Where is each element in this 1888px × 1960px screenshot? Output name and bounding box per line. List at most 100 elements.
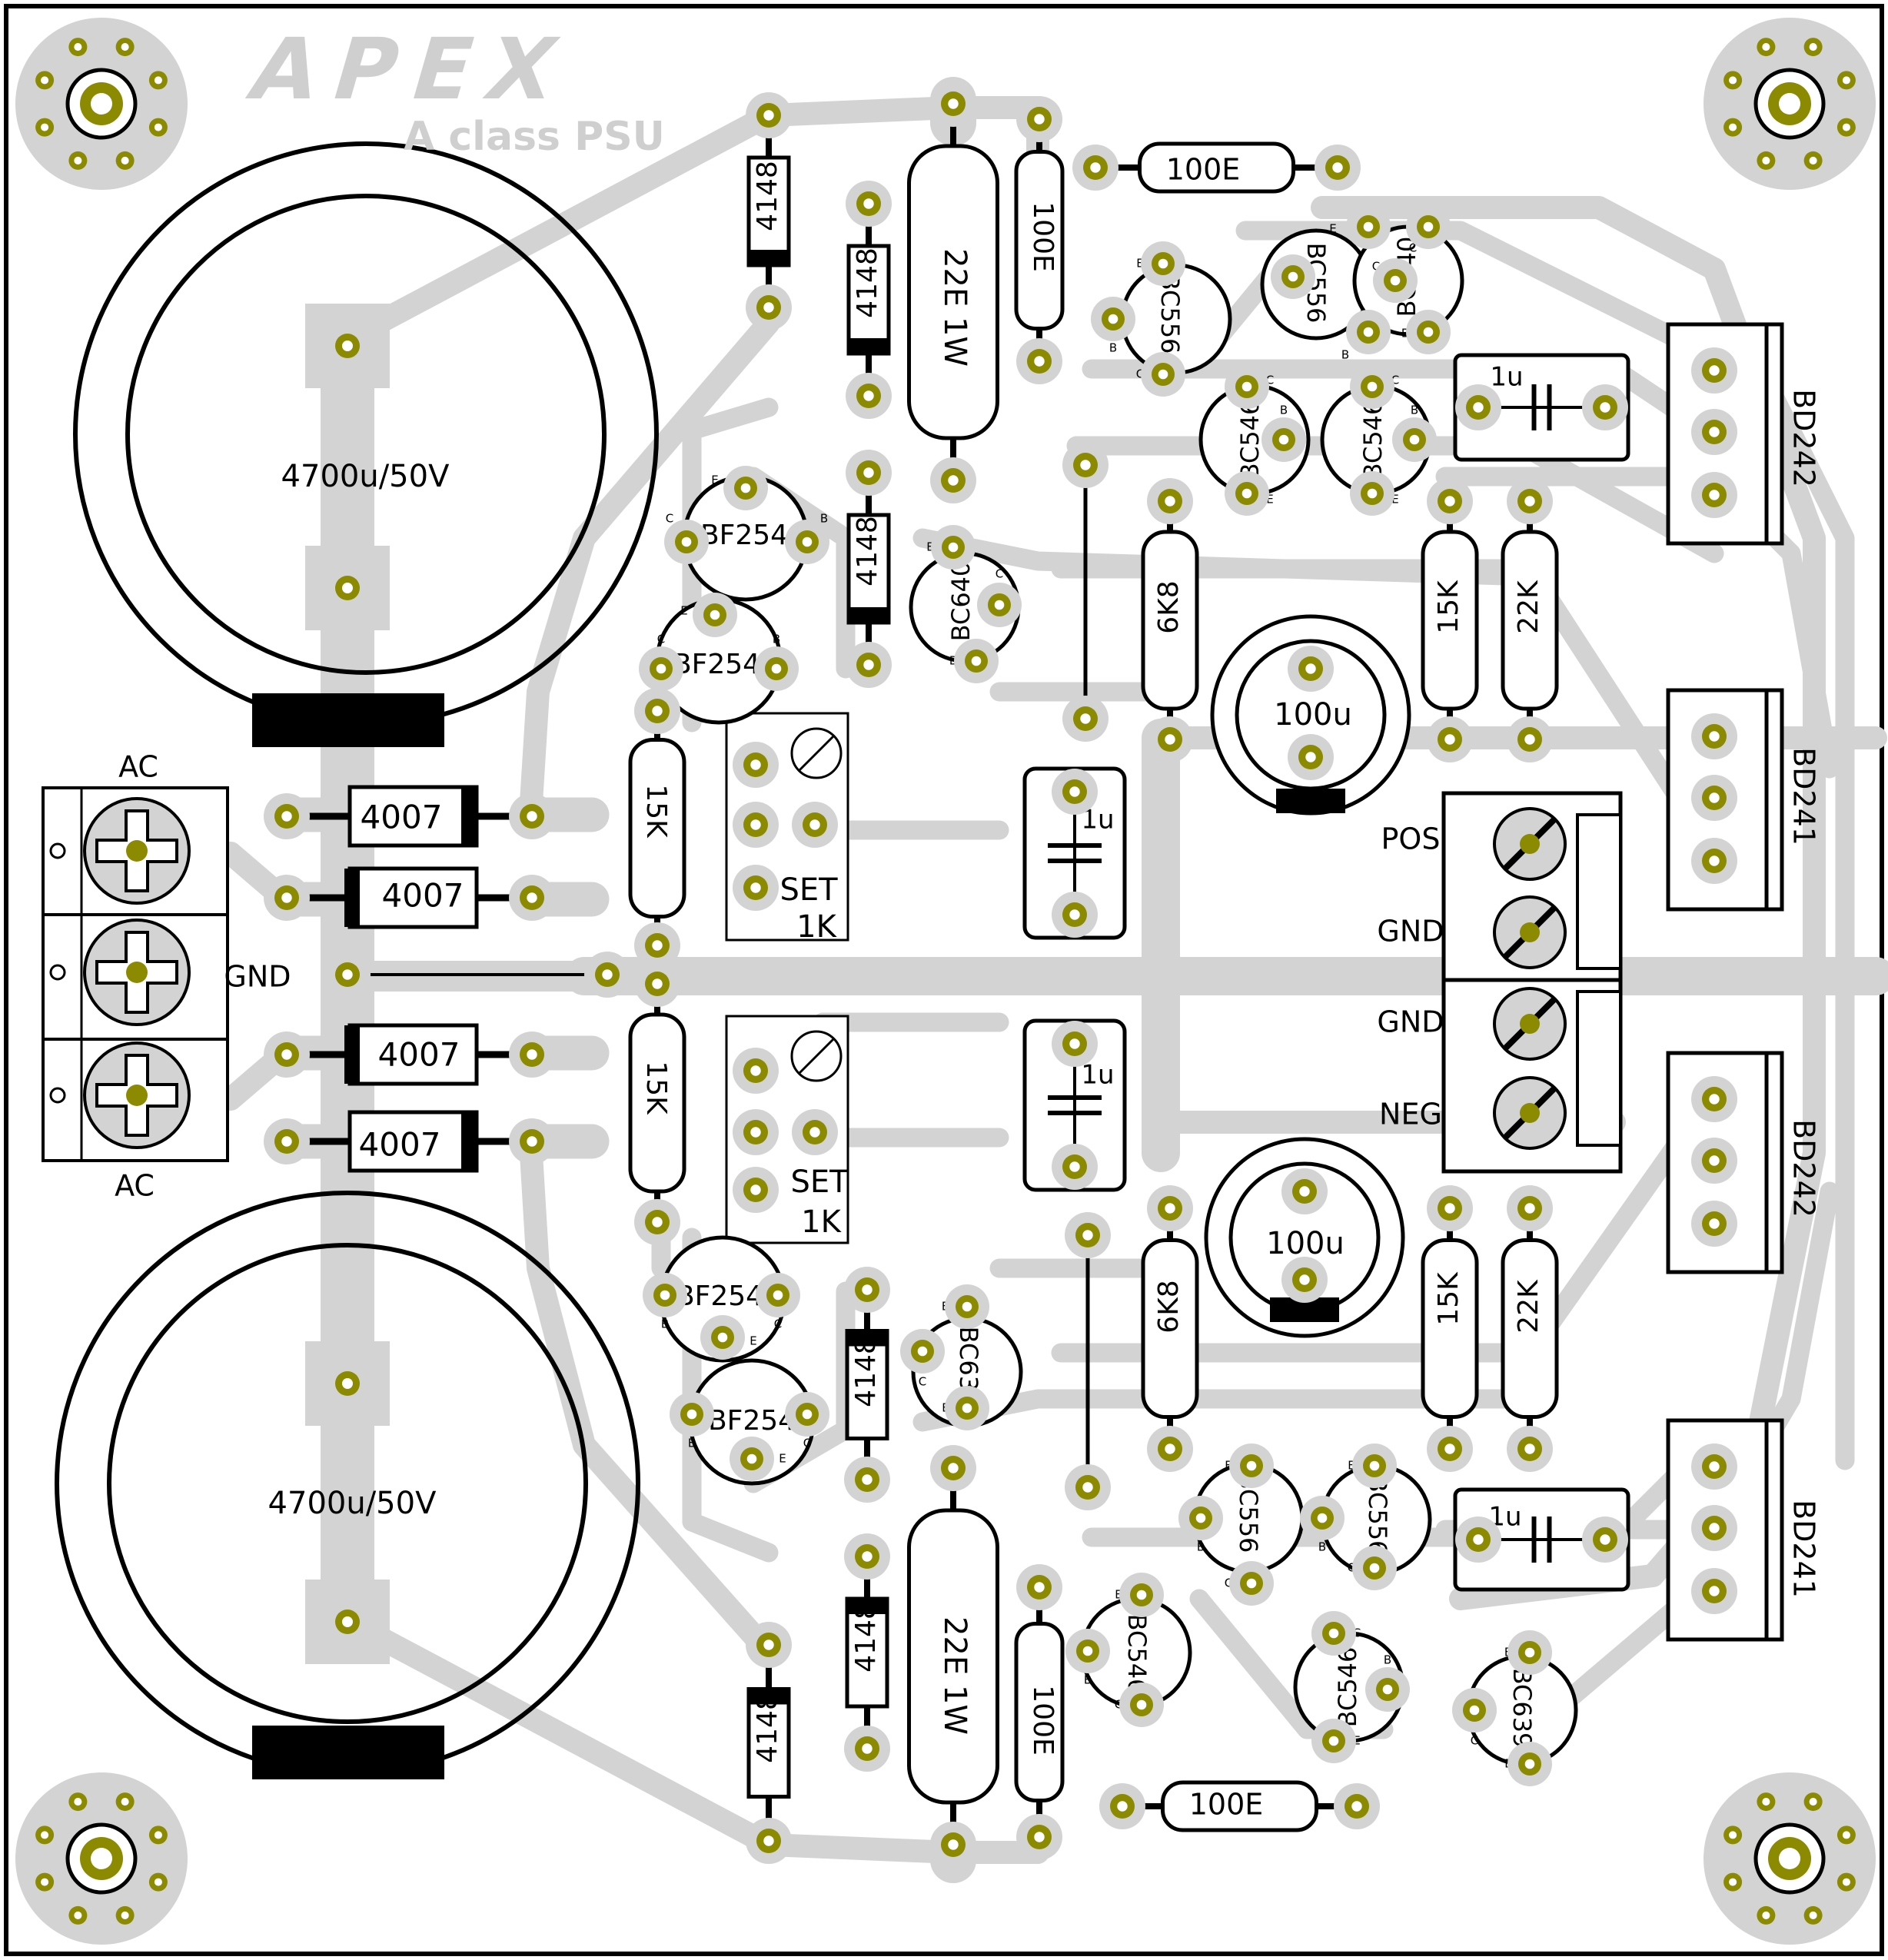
resistor-100e-v-bottom-body bbox=[1014, 1622, 1065, 1802]
mount-hole-1-via-3-hole bbox=[1729, 123, 1737, 131]
jfet-3-pin-2: C bbox=[774, 1317, 782, 1331]
mount-hole-3-drill bbox=[1779, 1848, 1800, 1869]
resistor-100e-v-top: 100E bbox=[1027, 201, 1059, 271]
gnd-label: GND bbox=[224, 960, 291, 994]
diode-4148-1-band bbox=[749, 250, 789, 265]
electrolytic-100u-top: 100u bbox=[1274, 697, 1352, 733]
resistor-6k8-bottom-body bbox=[1141, 1238, 1199, 1419]
diode-4007-3-pad-a-hole bbox=[281, 1136, 292, 1147]
diode-4148-5-pad-k-hole bbox=[862, 1743, 873, 1754]
resistor-6k8-bottom-pad-a-hole bbox=[1165, 1203, 1175, 1214]
diode-4148-6-band bbox=[749, 1689, 789, 1705]
bc556-4-pad-2-hole bbox=[1369, 1563, 1380, 1573]
film-cap-h-1-pad-b-hole bbox=[1600, 1534, 1610, 1545]
bc556-1-pad-0-hole bbox=[1158, 258, 1168, 269]
filter-cap-top-label: 4700u/50V bbox=[281, 459, 450, 494]
diode-4148-3-pad-a-hole bbox=[863, 467, 874, 478]
resistor-100e-h-bottom-body bbox=[1161, 1780, 1318, 1832]
bd-1-pad-1-hole bbox=[1709, 792, 1720, 803]
electrolytic-100u-bottom: 100u bbox=[1266, 1226, 1345, 1261]
diode-4148-5-pad-a-hole bbox=[862, 1551, 873, 1562]
bc546-1-pin-0: C bbox=[1266, 374, 1274, 387]
film-cap-h-0-pad-b-hole bbox=[1600, 402, 1610, 413]
bc546-4-label: BC546 bbox=[1333, 1647, 1362, 1728]
bd-3-pad-0-hole bbox=[1709, 1461, 1720, 1472]
ac-screw-0-pad bbox=[126, 840, 148, 862]
diode-4007-3-band bbox=[461, 1112, 477, 1171]
ac-screw-2-mark bbox=[49, 1087, 66, 1104]
diode-4148-3-body bbox=[846, 513, 891, 625]
resistor-100e-h-bottom-pad-a-hole bbox=[1117, 1801, 1128, 1812]
gnd-pad-a-hole bbox=[342, 969, 353, 980]
bc556-2-pin-2: B bbox=[1341, 348, 1349, 362]
mount-hole-1-drill bbox=[1779, 93, 1800, 115]
power-resistor-top: 22E 1W bbox=[937, 248, 972, 367]
wire-link-top-a-hole bbox=[1080, 460, 1091, 470]
bc639-1-pad-1-hole bbox=[917, 1346, 928, 1357]
bc546-3-pin-0: E bbox=[1115, 1588, 1122, 1602]
bc546-2-pad-0-hole bbox=[1367, 381, 1378, 392]
mount-hole-1-via-6-hole bbox=[1809, 43, 1817, 51]
bc556-3-pin-0: E bbox=[1225, 1459, 1232, 1473]
bc546-1-pin-1: B bbox=[1280, 404, 1288, 417]
bc639-2-label: BC639 bbox=[1507, 1668, 1537, 1749]
bc640-2-pin-2: B bbox=[949, 654, 957, 668]
bc546-1-pad-1-hole bbox=[1278, 434, 1289, 445]
resistor-100e-h-top-pad-b-hole bbox=[1332, 162, 1343, 173]
diode-4007-2-pad-k-hole bbox=[527, 1049, 537, 1060]
resistor-15k-left-top-body bbox=[628, 738, 686, 919]
power-resistor-top-pad-a-hole bbox=[948, 98, 959, 109]
diode-4007-1-body bbox=[347, 866, 479, 929]
diode-4148-5: 4148 bbox=[850, 1602, 882, 1673]
bc640-2-pin-0: E bbox=[926, 540, 933, 554]
bc546-1-pad-2-hole bbox=[1241, 488, 1252, 499]
resistor-6k8-top: 6K8 bbox=[1153, 580, 1185, 633]
bc639-1-pad-2-hole bbox=[962, 1403, 972, 1414]
resistor-100e-v-top-pad-a-hole bbox=[1034, 114, 1045, 125]
bc546-4-pin-2: E bbox=[1353, 1734, 1360, 1748]
bd-1-pad-0-hole bbox=[1709, 731, 1720, 742]
jfet-2-pad-2-hole bbox=[771, 663, 782, 674]
diode-4007-2: 4007 bbox=[382, 877, 464, 915]
resistor-100e-h-top: 100E bbox=[1166, 153, 1241, 187]
mount-hole-1-via-5-hole bbox=[1762, 43, 1770, 51]
resistor-6k8-bottom-pad-b-hole bbox=[1165, 1443, 1175, 1454]
filter-cap-bottom-label: 4700u/50V bbox=[268, 1486, 437, 1521]
bd-2-pad-0-hole bbox=[1709, 1094, 1720, 1105]
bd241-top-label: BD241 bbox=[1787, 747, 1821, 845]
bc639-2-pad-1-hole bbox=[1469, 1705, 1480, 1716]
resistor-15k-left-bottom-body bbox=[628, 1012, 686, 1194]
jfet-4-pin-0: E bbox=[779, 1452, 786, 1466]
diode-4007-4: 4007 bbox=[359, 1126, 441, 1164]
diode-4148-3-band bbox=[849, 607, 889, 623]
bc546-2-pin-2: E bbox=[1391, 493, 1398, 507]
jfet-2-label: BF254 bbox=[673, 649, 760, 680]
resistor-15k-left-bottom: 15K bbox=[640, 1061, 672, 1115]
resistor-6k8-top-body bbox=[1141, 530, 1199, 711]
bc546-1-pad-0-hole bbox=[1241, 381, 1252, 392]
resistor-22k-top-pad-b-hole bbox=[1524, 734, 1535, 745]
jfet-1-pad-1-hole bbox=[681, 537, 692, 547]
diode-4148-3: 4148 bbox=[852, 516, 883, 586]
trimpot-1-pad-1-hole bbox=[750, 1065, 761, 1076]
bc556-3-pad-0-hole bbox=[1246, 1460, 1257, 1471]
jfet-4-pin-1: B bbox=[688, 1437, 696, 1450]
bc556-4-pin-2: C bbox=[1348, 1561, 1355, 1575]
film-cap-2-label: 1u bbox=[1081, 1060, 1114, 1091]
mount-hole-2-via-4-hole bbox=[41, 1831, 49, 1839]
bd242-top-label: BD242 bbox=[1787, 389, 1821, 487]
jfet-1-label: BF254 bbox=[700, 520, 788, 551]
bd241-bottom-label: BD241 bbox=[1787, 1500, 1821, 1598]
bc546-2-pad-1-hole bbox=[1409, 434, 1420, 445]
bc556-2-pin-1: C bbox=[1372, 260, 1380, 274]
bd-2-tab bbox=[1764, 1051, 1784, 1274]
bc556-3-pin-2: C bbox=[1225, 1576, 1232, 1590]
filter-cap-1-pad-b-hole bbox=[342, 1616, 353, 1627]
resistor-100e-v-bottom-pad-a-hole bbox=[1034, 1582, 1045, 1593]
mount-hole-1-via-0-hole bbox=[1842, 123, 1850, 131]
diode-4148-1: 4148 bbox=[752, 161, 783, 231]
bd-1-pad-2-hole bbox=[1709, 855, 1720, 866]
mount-hole-0-via-3-hole bbox=[41, 123, 49, 131]
bc640-2-pad-2-hole bbox=[971, 656, 982, 666]
jfet-3-label: BF254 bbox=[676, 1281, 763, 1312]
